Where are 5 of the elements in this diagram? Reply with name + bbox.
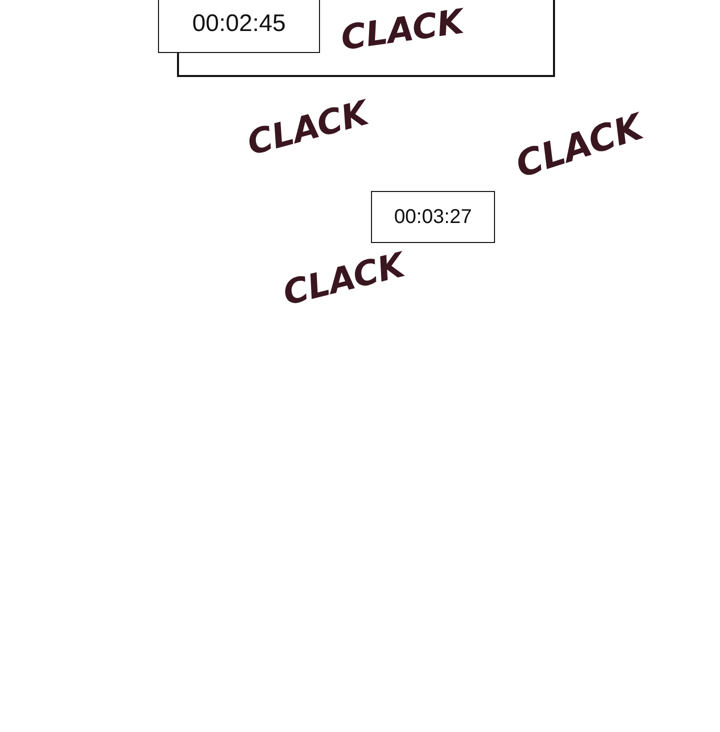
sound-effect-text: CLACK: [339, 4, 466, 56]
timestamp-box: 00:03:27: [371, 191, 495, 243]
timestamp-box: 00:02:45: [158, 0, 320, 53]
sound-effect-text: CLACK: [244, 96, 372, 161]
sound-effect-text: CLACK: [280, 248, 408, 311]
